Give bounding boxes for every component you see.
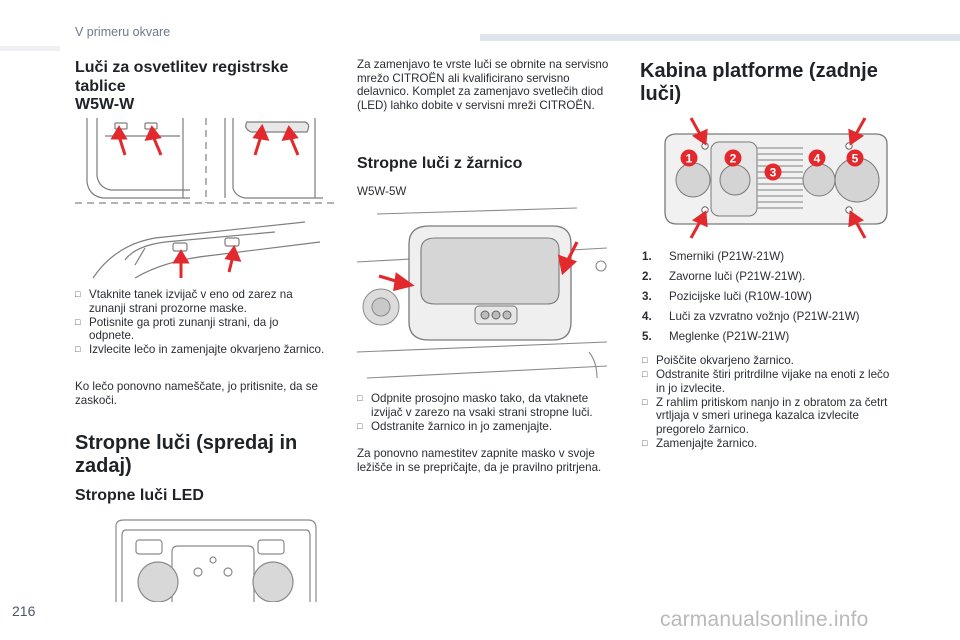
watermark: carmanualsonline.info (660, 608, 869, 631)
license-plate-note: Ko lečo ponovno nameščate, jo pritisnite… (75, 380, 318, 407)
lamp-label-3: 3 (770, 166, 777, 180)
header-bar-left (0, 46, 60, 51)
bulb-ceiling-steps: Odpnite prosojno masko tako, da vtaknete… (357, 392, 619, 434)
list-item: 3.Pozicijske luči (R10W-10W) (642, 290, 812, 304)
rear-lamp-step: Poiščite okvarjeno žarnico. (642, 354, 892, 368)
license-plate-bulb-type: W5W-W (75, 96, 135, 113)
license-plate-step: Vtaknite tanek izvijač v eno od zarez na… (75, 288, 325, 315)
license-plate-steps: Vtaknite tanek izvijač v eno od zarez na… (75, 288, 325, 357)
rear-lamp-step: Zamenjajte žarnico. (642, 437, 892, 451)
lamp-label-5: 5 (852, 152, 859, 166)
led-ceiling-heading: Stropne luči LED (75, 487, 204, 504)
rear-lamp-list: 1.Smerniki (P21W-21W) 2.Zavorne luči (P2… (642, 250, 902, 350)
bulb-ceiling-bulb-type: W5W-5W (357, 185, 407, 198)
list-item: 4.Luči za vzvratno vožnjo (P21W-21W) (642, 310, 860, 324)
rear-lamp-illustration: 1 2 3 4 5 (664, 117, 888, 239)
bulb-ceiling-heading: Stropne luči z žarnico (357, 155, 523, 172)
led-ceiling-illustration (115, 519, 317, 602)
license-plate-illustration (75, 118, 337, 279)
lamp-label-2: 2 (730, 152, 737, 166)
platform-cab-heading: Kabina platforme (zadnje luči) (640, 60, 878, 105)
license-plate-step: Izvlecite lečo in zamenjajte okvarjeno ž… (75, 343, 325, 357)
rear-lamp-step: Z rahlim pritiskom nanjo in z obratom za… (642, 396, 892, 437)
list-item: 2.Zavorne luči (P21W-21W). (642, 270, 806, 284)
bulb-ceiling-illustration (357, 207, 608, 379)
rear-lamp-steps: Poiščite okvarjeno žarnico. Odstranite š… (642, 354, 892, 451)
ceiling-lights-heading: Stropne luči (spredaj in zadaj) (75, 432, 298, 477)
running-header: V primeru okvare (75, 25, 171, 39)
header-bar-right (480, 34, 960, 41)
led-service-note: Za zamenjavo te vrste luči se obrnite na… (357, 58, 609, 112)
license-plate-step: Potisnite ga proti zunanji strani, da jo… (75, 316, 325, 343)
rear-lamp-step: Odstranite štiri pritrdilne vijake na en… (642, 368, 892, 395)
list-item: 1.Smerniki (P21W-21W) (642, 250, 785, 263)
bulb-ceiling-step: Odstranite žarnico in jo zamenjajte. (357, 420, 619, 434)
lamp-label-1: 1 (686, 152, 693, 166)
page-number: 216 (12, 603, 36, 619)
bulb-ceiling-step: Odpnite prosojno masko tako, da vtaknete… (357, 392, 619, 419)
lamp-label-4: 4 (814, 152, 821, 166)
list-item: 5.Meglenke (P21W-21W) (642, 330, 790, 344)
license-plate-heading: Luči za osvetlitev registrske tablice (75, 59, 289, 95)
bulb-ceiling-note: Za ponovno namestitev zapnite masko v sv… (357, 447, 602, 474)
